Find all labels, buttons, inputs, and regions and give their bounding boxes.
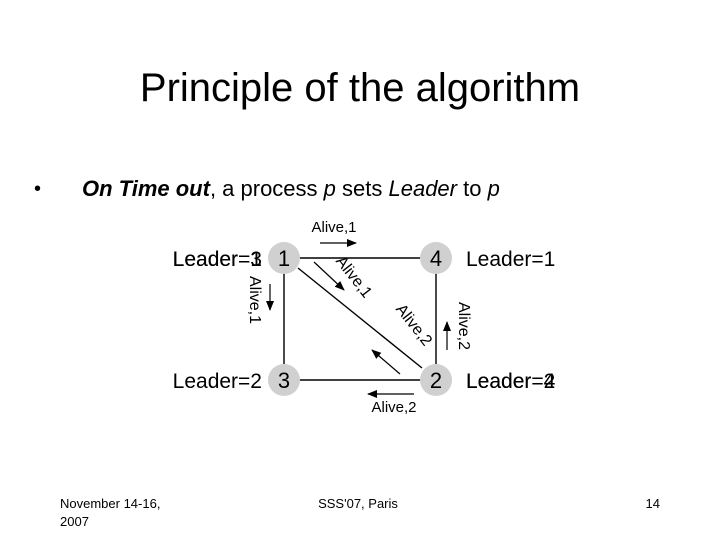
arrow-diag-upper xyxy=(313,261,345,291)
node-3-circle xyxy=(268,364,300,396)
edge-1-2 xyxy=(297,267,423,369)
node-1: 1 xyxy=(268,242,300,274)
leader-label-2: Leader=4 xyxy=(466,370,556,393)
node-3: 3 xyxy=(268,364,300,396)
slide-title: Principle of the algorithm xyxy=(139,66,581,110)
footer-venue: SSS'07, Paris xyxy=(318,496,398,511)
footer-page-number: 14 xyxy=(646,496,660,511)
bullet-span: sets xyxy=(335,176,389,201)
arrow-diag-lower xyxy=(371,349,401,375)
leader-label-1-overlay: Leader=3 xyxy=(173,248,262,271)
node-2-label: 2 xyxy=(430,368,442,393)
bullet-var-p: p xyxy=(323,176,336,201)
bullet-var-p: p xyxy=(487,176,500,201)
bullet-text: On Time out, a process p sets Leader to … xyxy=(82,176,500,202)
node-3-label: 3 xyxy=(278,368,290,393)
footer-date-line2: 2007 xyxy=(60,514,89,529)
node-2-circle xyxy=(420,364,452,396)
node-4-circle xyxy=(420,242,452,274)
bullet-var-leader: Leader xyxy=(388,176,457,201)
node-4-label: 4 xyxy=(430,246,442,271)
message-label-right: Alive,2 xyxy=(455,302,472,350)
leader-label-3: Leader=2 xyxy=(173,370,262,393)
bullet-emphasis: On Time out xyxy=(82,176,210,201)
node-4: 4 xyxy=(420,242,452,274)
node-1-circle xyxy=(268,242,300,274)
nodes: 1 4 3 2 xyxy=(268,242,452,396)
node-2: 2 xyxy=(420,364,452,396)
bullet-span: to xyxy=(457,176,488,201)
bullet-marker: • xyxy=(34,178,42,200)
edges xyxy=(283,257,437,381)
message-label-left: Alive,1 xyxy=(246,276,263,324)
message-label-diag-upper: Alive,1 xyxy=(332,253,375,301)
message-label-top: Alive,1 xyxy=(311,219,356,236)
message-label-diag-lower: Alive,2 xyxy=(392,301,435,349)
footer-date-line1: November 14-16, xyxy=(60,496,160,511)
leader-label-4: Leader=1 xyxy=(466,248,555,271)
message-arrows xyxy=(266,239,451,398)
leader-label-2-overlay: Leader=2 xyxy=(466,370,555,393)
message-label-bottom: Alive,2 xyxy=(371,399,416,416)
bullet-span: , a process xyxy=(209,176,324,201)
node-1-label: 1 xyxy=(278,246,290,271)
leader-label-1: Leader=1 xyxy=(173,248,262,271)
